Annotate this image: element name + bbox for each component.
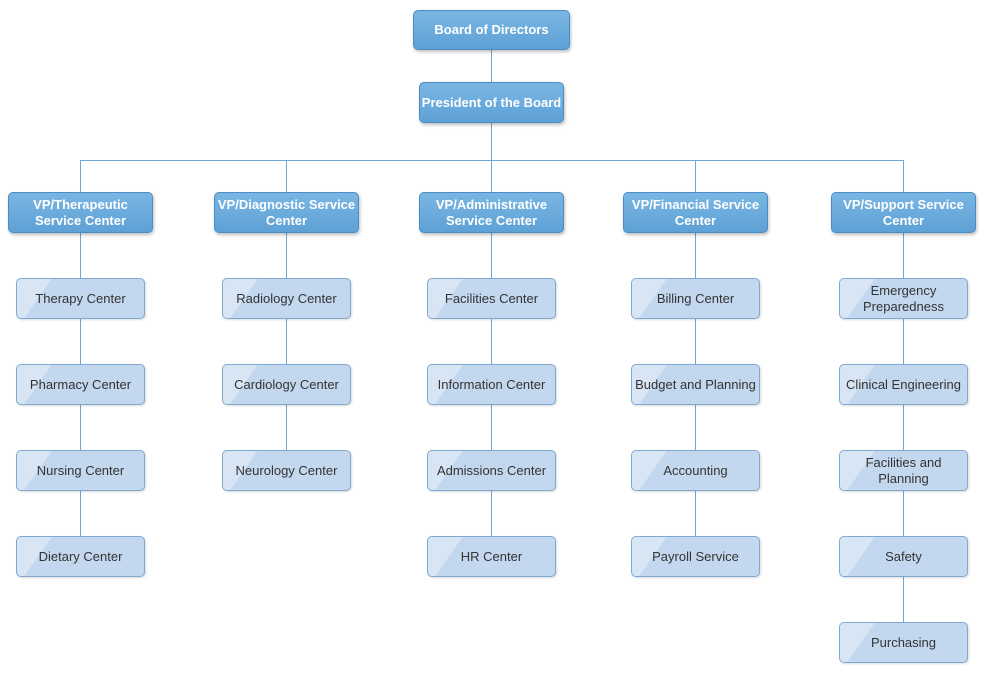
- vp-administrative-label: VP/Administrative Service Center: [435, 196, 548, 228]
- unit-safety: Safety: [839, 536, 968, 577]
- unit-label: Information Center: [437, 376, 546, 392]
- vp-support-box: VP/Support Service Center: [831, 192, 976, 233]
- president-box: President of the Board: [419, 82, 564, 123]
- unit-admissions-center: Admissions Center: [427, 450, 556, 491]
- unit-clinical-engineering: Clinical Engineering: [839, 364, 968, 405]
- unit-label: Accounting: [663, 462, 728, 478]
- unit-label: Neurology Center: [235, 462, 338, 478]
- president-label: President of the Board: [421, 94, 562, 110]
- board-of-directors-box: Board of Directors: [413, 10, 570, 50]
- unit-information-center: Information Center: [427, 364, 556, 405]
- unit-label: Pharmacy Center: [29, 376, 132, 392]
- unit-billing-center: Billing Center: [631, 278, 760, 319]
- unit-label: Safety: [885, 548, 922, 564]
- vp-therapeutic-box: VP/Therapeutic Service Center: [8, 192, 153, 233]
- unit-accounting: Accounting: [631, 450, 760, 491]
- unit-label: HR Center: [460, 548, 523, 564]
- unit-facilities-center: Facilities Center: [427, 278, 556, 319]
- unit-neurology-center: Neurology Center: [222, 450, 351, 491]
- unit-therapy-center: Therapy Center: [16, 278, 145, 319]
- unit-purchasing: Purchasing: [839, 622, 968, 663]
- unit-cardiology-center: Cardiology Center: [222, 364, 351, 405]
- unit-emergency-preparedness: Emergency Preparedness: [839, 278, 968, 319]
- unit-payroll-service: Payroll Service: [631, 536, 760, 577]
- unit-label: Payroll Service: [652, 548, 739, 564]
- unit-facilities-and-planning: Facilities and Planning: [839, 450, 968, 491]
- unit-label: Therapy Center: [35, 290, 126, 306]
- unit-label: Nursing Center: [36, 462, 125, 478]
- unit-nursing-center: Nursing Center: [16, 450, 145, 491]
- unit-dietary-center: Dietary Center: [16, 536, 145, 577]
- unit-label: Admissions Center: [436, 462, 547, 478]
- unit-budget-and-planning: Budget and Planning: [631, 364, 760, 405]
- unit-label: Purchasing: [870, 634, 937, 650]
- board-of-directors-label: Board of Directors: [434, 22, 549, 37]
- unit-label: Facilities Center: [444, 290, 539, 306]
- vp-financial-label: VP/Financial Service Center: [631, 196, 760, 228]
- unit-label: Budget and Planning: [635, 376, 756, 392]
- unit-label: Clinical Engineering: [846, 376, 961, 392]
- unit-hr-center: HR Center: [427, 536, 556, 577]
- vp-administrative-box: VP/Administrative Service Center: [419, 192, 564, 233]
- vp-diagnostic-label: VP/Diagnostic Service Center: [217, 196, 356, 228]
- unit-pharmacy-center: Pharmacy Center: [16, 364, 145, 405]
- unit-label: Dietary Center: [38, 548, 123, 564]
- unit-label: Emergency Preparedness: [863, 282, 944, 314]
- unit-label: Facilities and Planning: [865, 454, 942, 486]
- unit-label: Billing Center: [656, 290, 735, 306]
- unit-label: Cardiology Center: [234, 376, 339, 392]
- unit-label: Radiology Center: [236, 290, 337, 306]
- unit-radiology-center: Radiology Center: [222, 278, 351, 319]
- vp-therapeutic-label: VP/Therapeutic Service Center: [33, 196, 128, 228]
- vp-support-label: VP/Support Service Center: [843, 196, 964, 228]
- vp-financial-box: VP/Financial Service Center: [623, 192, 768, 233]
- vp-diagnostic-box: VP/Diagnostic Service Center: [214, 192, 359, 233]
